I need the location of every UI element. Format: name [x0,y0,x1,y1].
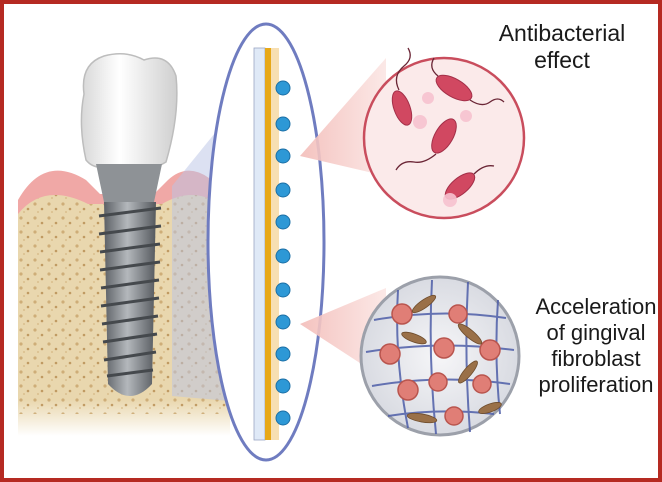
nanoparticle [276,81,290,95]
nanoparticle [276,315,290,329]
antibacterial-line-1: Antibacterial [482,20,642,47]
fibroblast-line-3: fibroblast [526,346,662,372]
nanoparticle [276,149,290,163]
nanoparticle [276,411,290,425]
gold-coating-layer [265,48,271,440]
fibroblast-proliferation-label: Acceleration of gingival fibroblast prol… [526,294,662,398]
nanoparticle [276,117,290,131]
nanoparticle [276,379,290,393]
illustration [4,4,658,478]
titanium-substrate [254,48,265,440]
nanoparticle [276,215,290,229]
nanoparticle [276,283,290,297]
abutment [96,164,162,202]
fibroblast-line-2: of gingival [526,320,662,346]
nanoparticle [276,183,290,197]
nanoparticle [276,249,290,263]
antibacterial-effect-label: Antibacterial effect [482,20,642,74]
fibroblast-cell-icon [361,277,519,435]
fibroblast-line-4: proliferation [526,372,662,398]
antibacterial-line-2: effect [482,47,642,74]
tooth-crown [81,54,176,168]
fibroblast-line-1: Acceleration [526,294,662,320]
coated-surface-icon [208,24,324,460]
nanoparticle [276,347,290,361]
